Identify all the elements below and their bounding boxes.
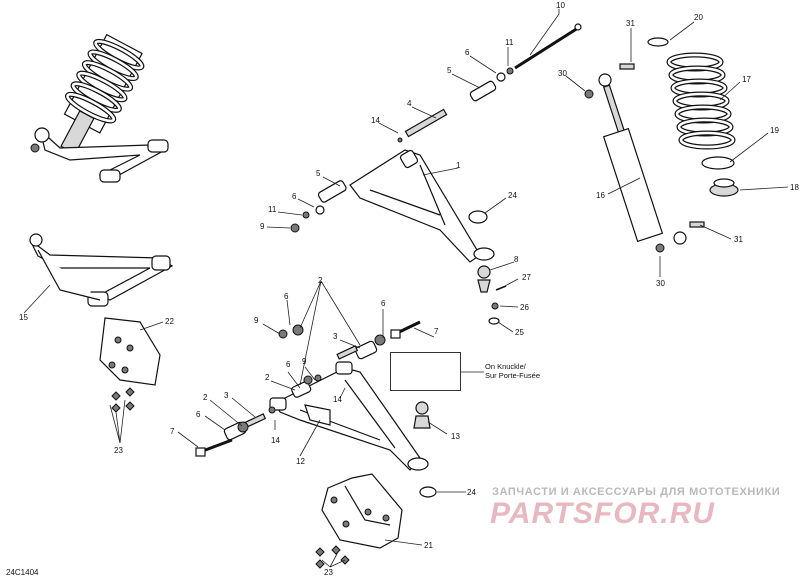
knuckle-callout-label: On Knuckle/ Sur Porte-Fusée [485,362,540,380]
label-11: 11 [268,205,277,214]
watermark-tagline: ЗАПЧАСТИ И АКСЕССУАРЫ ДЛЯ МОТОТЕХНИКИ [492,486,781,498]
label-4: 4 [407,99,412,108]
label-9: 9 [260,222,265,231]
label-2: 2 [203,393,208,402]
label-27: 27 [522,273,531,282]
part-number-labels: 10 11 6 5 4 14 1 5 6 11 9 24 8 27 26 25 … [19,1,799,577]
label-17: 17 [742,75,751,84]
label-1: 1 [456,161,461,170]
leader-lines [23,9,789,568]
label-16: 16 [596,191,605,200]
label-30: 30 [656,279,665,288]
label-21: 21 [424,541,433,550]
label-6: 6 [292,192,297,201]
label-23: 23 [114,446,123,455]
label-7: 7 [434,327,439,336]
label-14: 14 [333,395,342,404]
knuckle-hardware-callout-box [390,352,461,391]
label-5: 5 [316,169,321,178]
label-18: 18 [790,183,799,192]
label-7: 7 [170,427,175,436]
label-14: 14 [271,436,280,445]
label-2: 2 [265,373,270,382]
label-11: 11 [505,38,514,47]
label-6: 6 [465,48,470,57]
watermark-logo: PARTSFOR.RU [490,497,715,530]
label-31: 31 [734,235,743,244]
label-2: 2 [318,276,323,285]
label-24: 24 [467,488,476,497]
label-6: 6 [286,360,291,369]
label-5: 5 [447,66,452,75]
label-30: 30 [558,69,567,78]
label-6: 6 [284,292,289,301]
label-24: 24 [508,191,517,200]
label-19: 19 [770,126,779,135]
label-3: 3 [333,332,338,341]
label-22: 22 [165,317,174,326]
shock-exploded [584,37,739,253]
label-26: 26 [520,303,529,312]
label-3: 3 [224,391,229,400]
label-8: 8 [514,255,519,264]
label-9: 9 [254,316,259,325]
label-6: 6 [196,410,201,419]
label-10: 10 [556,1,565,10]
label-20: 20 [694,13,703,22]
label-6: 6 [381,299,386,308]
label-23: 23 [324,568,333,577]
upper-a-arm-exploded [290,23,582,325]
assembled-upper-view [30,33,169,183]
label-14: 14 [371,116,380,125]
label-13: 13 [451,432,460,441]
label-9: 9 [302,357,307,366]
callout-line-2: Sur Porte-Fusée [485,371,541,380]
lower-a-arm-exploded [195,320,437,569]
label-15: 15 [19,313,28,322]
callout-line-1: On Knuckle/ [485,362,526,371]
label-12: 12 [296,457,305,466]
assembled-lower-view [29,233,174,413]
label-31: 31 [626,19,635,28]
label-25: 25 [515,328,524,337]
diagram-code: 24C1404 [6,568,39,577]
